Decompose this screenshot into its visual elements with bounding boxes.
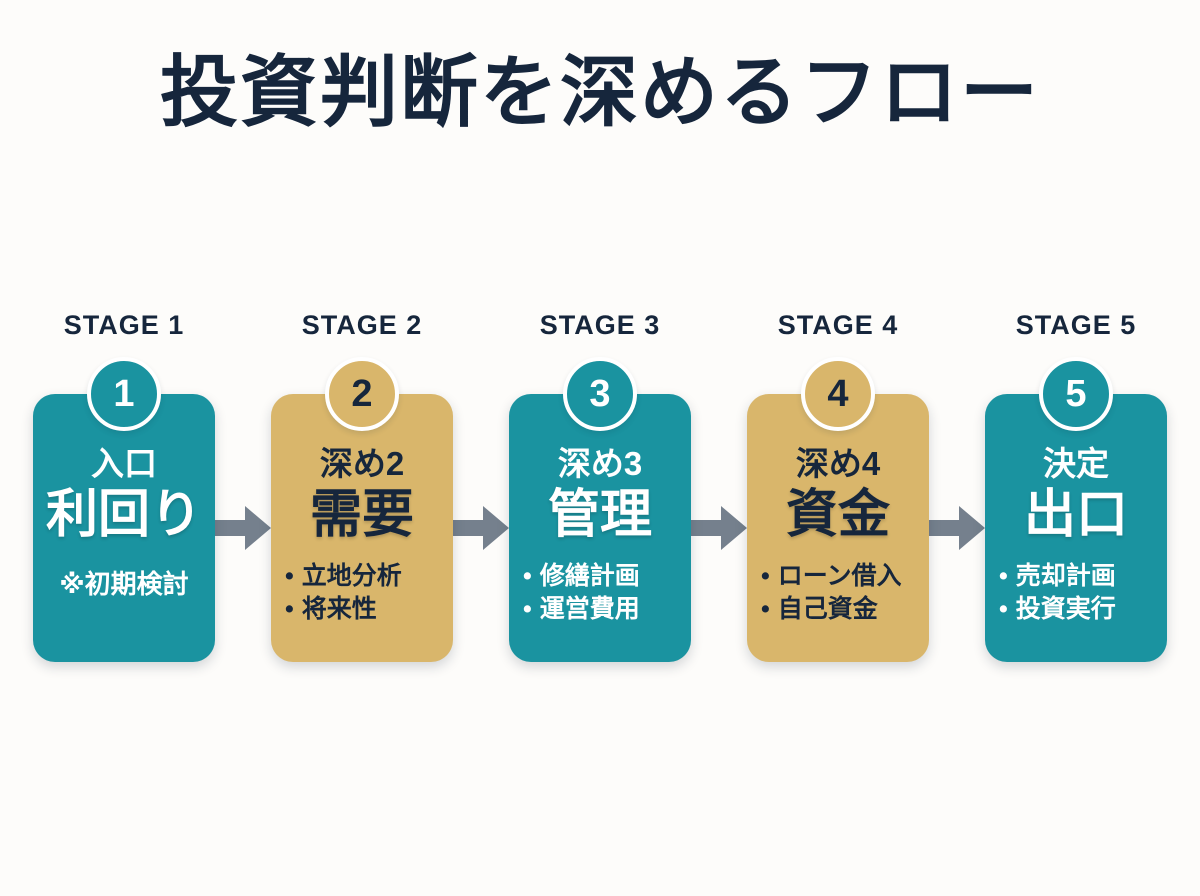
stage-1-number-badge: 1 xyxy=(87,357,161,431)
page-title: 投資判断を深めるフロー xyxy=(159,48,1040,136)
stage-1-note: ※初期検討 xyxy=(59,569,189,599)
bullet-dot-icon: • xyxy=(523,595,532,623)
bullet-item: •修繕計画 xyxy=(523,560,640,593)
bullet-dot-icon: • xyxy=(761,595,770,623)
stage-5-label: STAGE 5 xyxy=(1015,310,1137,340)
stage-5-keyword: 出口 xyxy=(1023,486,1128,544)
stage-5-subtitle: 決定 xyxy=(1043,445,1109,482)
stage-2-card: 2 深め2 需要 •立地分析 •将来性 xyxy=(271,357,453,662)
bullet-dot-icon: • xyxy=(523,562,532,590)
bullet-text: 投資実行 xyxy=(1015,595,1116,623)
stage-2-keyword: 需要 xyxy=(309,486,414,544)
stage-2-number-badge: 2 xyxy=(325,357,399,431)
bullet-text: ローン借入 xyxy=(777,562,902,590)
bullet-text: 売却計画 xyxy=(1015,562,1116,590)
stage-4-card: 4 深め4 資金 •ローン借入 •自己資金 xyxy=(747,357,929,662)
flow-arrow-icon xyxy=(691,504,747,552)
stage-4-label: STAGE 4 xyxy=(777,310,899,340)
stage-5-column: STAGE 5 5 決定 出口 •売却計画 •投資実行 xyxy=(985,308,1167,662)
stage-1-subtitle: 入口 xyxy=(91,445,157,482)
bullet-text: 修繕計画 xyxy=(539,562,640,590)
stage-3-bullet-list: •修繕計画 •運営費用 xyxy=(509,560,640,626)
stage-1-label: STAGE 1 xyxy=(63,310,185,340)
bullet-item: •売却計画 xyxy=(999,560,1116,593)
bullet-dot-icon: • xyxy=(761,562,770,590)
stage-3-label: STAGE 3 xyxy=(539,310,661,340)
stage-2-subtitle: 深め2 xyxy=(319,445,405,482)
flow-arrow-icon xyxy=(453,504,509,552)
bullet-item: •ローン借入 xyxy=(761,560,902,593)
bullet-item: •将来性 xyxy=(285,593,402,626)
stage-3-card: 3 深め3 管理 •修繕計画 •運営費用 xyxy=(509,357,691,662)
flow-arrow-icon xyxy=(215,504,271,552)
bullet-dot-icon: • xyxy=(285,562,294,590)
stage-4-number-badge: 4 xyxy=(801,357,875,431)
stage-1-card: 1 入口 利回り ※初期検討 xyxy=(33,357,215,662)
bullet-dot-icon: • xyxy=(999,562,1008,590)
stage-5-card: 5 決定 出口 •売却計画 •投資実行 xyxy=(985,357,1167,662)
stage-2-label: STAGE 2 xyxy=(301,310,423,340)
flow-diagram: STAGE 1 1 入口 利回り ※初期検討 STAGE 2 2 深め2 需要 … xyxy=(0,308,1200,662)
stage-3-column: STAGE 3 3 深め3 管理 •修繕計画 •運営費用 xyxy=(509,308,691,662)
stage-1-keyword: 利回り xyxy=(45,486,202,544)
bullet-item: •立地分析 xyxy=(285,560,402,593)
bullet-dot-icon: • xyxy=(999,595,1008,623)
stage-4-subtitle: 深め4 xyxy=(795,445,881,482)
stage-1-column: STAGE 1 1 入口 利回り ※初期検討 xyxy=(33,308,215,662)
bullet-text: 運営費用 xyxy=(539,595,640,623)
bullet-item: •自己資金 xyxy=(761,593,902,626)
bullet-item: •運営費用 xyxy=(523,593,640,626)
stage-4-bullet-list: •ローン借入 •自己資金 xyxy=(747,560,902,626)
bullet-item: •投資実行 xyxy=(999,593,1116,626)
stage-3-subtitle: 深め3 xyxy=(557,445,643,482)
bullet-text: 将来性 xyxy=(301,595,377,623)
stage-5-number-badge: 5 xyxy=(1039,357,1113,431)
bullet-text: 自己資金 xyxy=(777,595,878,623)
stage-2-bullet-list: •立地分析 •将来性 xyxy=(271,560,402,626)
bullet-text: 立地分析 xyxy=(301,562,402,590)
stage-4-keyword: 資金 xyxy=(785,486,890,544)
stage-2-column: STAGE 2 2 深め2 需要 •立地分析 •将来性 xyxy=(271,308,453,662)
flow-arrow-icon xyxy=(929,504,985,552)
bullet-dot-icon: • xyxy=(285,595,294,623)
stage-5-bullet-list: •売却計画 •投資実行 xyxy=(985,560,1116,626)
stage-4-column: STAGE 4 4 深め4 資金 •ローン借入 •自己資金 xyxy=(747,308,929,662)
stage-3-number-badge: 3 xyxy=(563,357,637,431)
stage-3-keyword: 管理 xyxy=(547,486,652,544)
